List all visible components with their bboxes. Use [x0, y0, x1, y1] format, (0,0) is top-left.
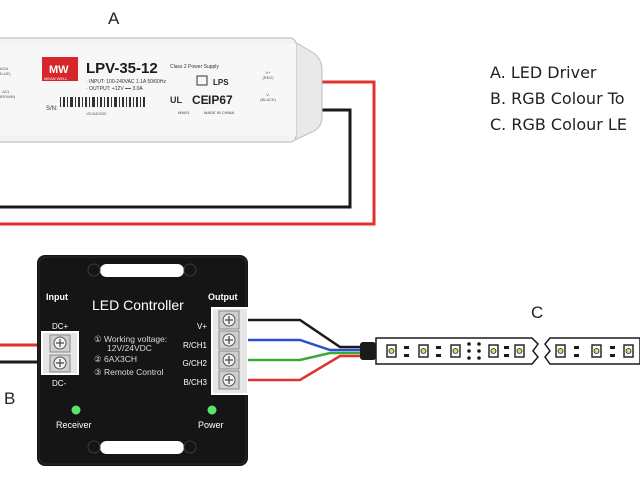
led-controller: LED Controller Input Output DC+ DC- ① Wo…	[37, 255, 249, 466]
legend: A. LED Driver B. RGB Colour To C. RGB Co…	[490, 60, 627, 138]
controller-spec-3: ③ Remote Control	[94, 367, 164, 377]
output-screws	[218, 310, 240, 390]
driver-output-line: · OUTPUT: +12V ━━ 3.0A	[86, 86, 143, 92]
driver-output-wires	[0, 80, 376, 226]
controller-spec-1: ① Working voltage:	[94, 334, 167, 344]
meanwell-logo	[42, 57, 78, 81]
driver-made-in: MADE IN CHINA	[204, 110, 235, 115]
rgb-led-strip	[360, 337, 640, 365]
driver-ce: CE	[192, 93, 209, 107]
meanwell-brand-sub: MEAN WELL	[44, 76, 68, 81]
barcode	[60, 97, 145, 107]
output-label-b: B/CH3	[183, 378, 207, 387]
controller-spec-1b: 12V/24VDC	[107, 343, 152, 353]
driver-right-terminal-bottom: V-(BLACK)	[260, 92, 276, 102]
controller-output-wires	[248, 318, 362, 382]
driver-ip67: IP67	[208, 93, 233, 107]
controller-input-wires	[0, 343, 44, 364]
controller-dc-plus: DC+	[52, 322, 69, 331]
controller-output-label: Output	[208, 292, 238, 302]
driver-sn: S/N:	[46, 106, 58, 112]
power-led-icon	[207, 405, 217, 415]
lps-icon	[196, 75, 208, 86]
led-driver: MW MEAN WELL LPV-35-12 Class 2 Power Sup…	[0, 37, 323, 143]
controller-dc-minus: DC-	[52, 379, 67, 388]
legend-item-c: C. RGB Colour LE	[490, 115, 627, 134]
driver-sn-code: •SC640200	[86, 111, 107, 116]
strip-resistors	[404, 342, 615, 360]
driver-left-terminal-bottom: ACL(BROWN)	[0, 89, 16, 99]
driver-lps: LPS	[213, 78, 229, 87]
mount-slot-top	[100, 264, 184, 277]
mount-slot-bottom	[100, 441, 184, 454]
legend-item-b: B. RGB Colour To	[490, 89, 625, 108]
controller-power-label: Power	[198, 420, 224, 430]
receiver-led-icon	[71, 405, 81, 415]
label-b: B	[4, 389, 15, 408]
legend-item-a: A. LED Driver	[490, 63, 597, 82]
controller-spec-2: ② 6AX3CH	[94, 354, 137, 364]
meanwell-brand: MW	[49, 64, 69, 76]
controller-receiver-label: Receiver	[56, 420, 92, 430]
controller-title: LED Controller	[92, 297, 184, 313]
driver-model: LPV-35-12	[86, 60, 158, 77]
output-label-r: R/CH1	[183, 341, 208, 350]
ul-mark: UL	[170, 95, 182, 105]
output-label-vplus: V+	[197, 322, 207, 331]
driver-code-small: MW01	[178, 110, 190, 115]
controller-input-label: Input	[46, 292, 68, 302]
strip-leds	[386, 344, 634, 358]
driver-class-text: Class 2 Power Supply	[170, 64, 219, 70]
label-c: C	[531, 303, 543, 322]
output-label-g: G/CH2	[183, 359, 208, 368]
driver-right-terminal-top: V+(RED)	[262, 70, 274, 80]
driver-left-terminal-top: ACN(BLUE)	[0, 66, 11, 76]
driver-input-line: · INPUT: 100-240VAC 1.1A 50/60Hz	[86, 79, 166, 85]
label-a: A	[108, 9, 120, 28]
